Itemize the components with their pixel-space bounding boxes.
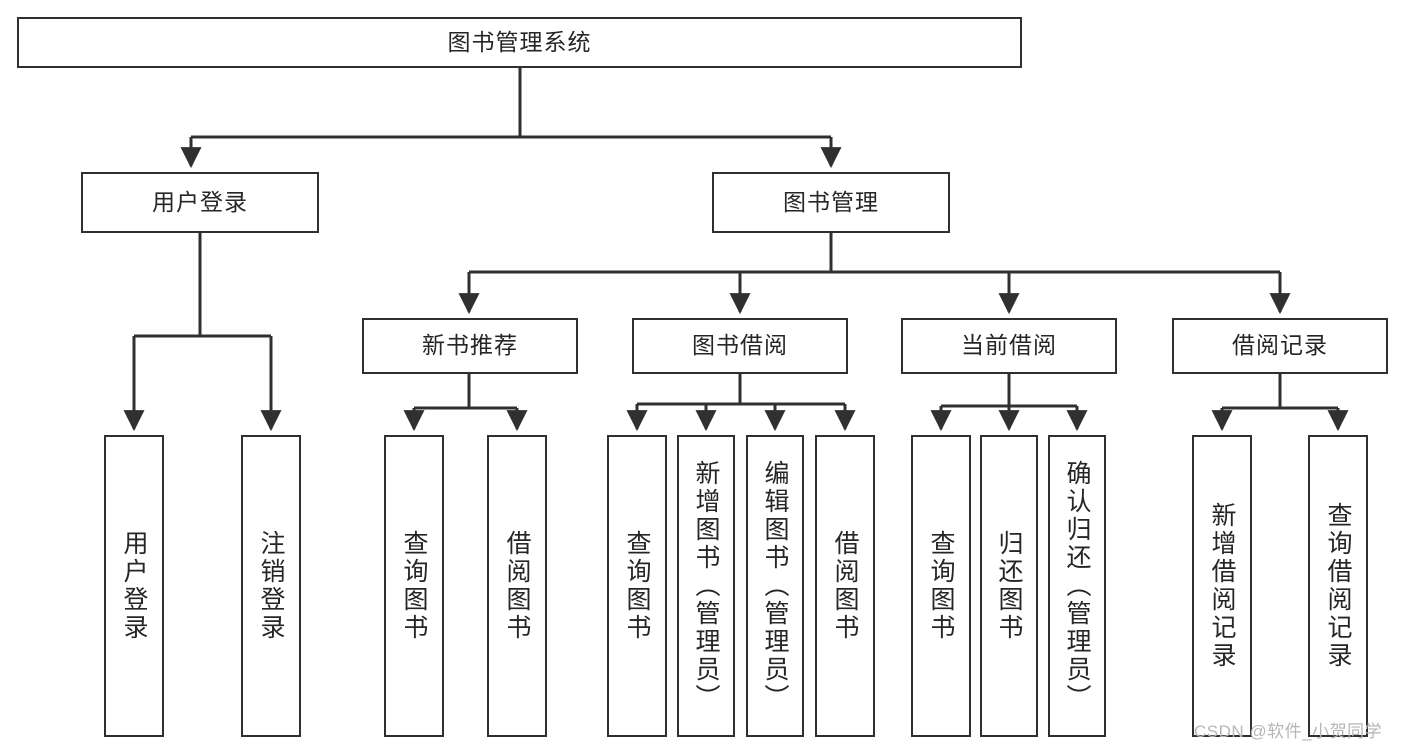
leaf-user-login[interactable]: 用户登录 [104, 435, 164, 737]
node-user-login[interactable]: 用户登录 [81, 172, 319, 233]
leaf-query-book-recommend[interactable]: 查询图书 [384, 435, 444, 737]
leaf-query-borrow-record[interactable]: 查询借阅记录 [1308, 435, 1368, 737]
node-current-borrow[interactable]: 当前借阅 [901, 318, 1117, 374]
node-book-borrow[interactable]: 图书借阅 [632, 318, 848, 374]
leaf-query-book-borrow[interactable]: 查询图书 [607, 435, 667, 737]
leaf-edit-book-admin[interactable]: 编辑图书（管理员） [746, 435, 804, 737]
node-root[interactable]: 图书管理系统 [17, 17, 1022, 68]
leaf-query-book-current[interactable]: 查询图书 [911, 435, 971, 737]
node-borrow-record[interactable]: 借阅记录 [1172, 318, 1388, 374]
node-book-manage[interactable]: 图书管理 [712, 172, 950, 233]
leaf-borrow-book[interactable]: 借阅图书 [815, 435, 875, 737]
leaf-add-borrow-record[interactable]: 新增借阅记录 [1192, 435, 1252, 737]
leaf-confirm-return-admin[interactable]: 确认归还（管理员） [1048, 435, 1106, 737]
watermark: CSDN @软件_小贺同学 [1194, 722, 1383, 741]
leaf-return-book[interactable]: 归还图书 [980, 435, 1038, 737]
leaf-borrow-book-recommend[interactable]: 借阅图书 [487, 435, 547, 737]
node-new-book-recommend[interactable]: 新书推荐 [362, 318, 578, 374]
leaf-logout[interactable]: 注销登录 [241, 435, 301, 737]
leaf-add-book-admin[interactable]: 新增图书（管理员） [677, 435, 735, 737]
